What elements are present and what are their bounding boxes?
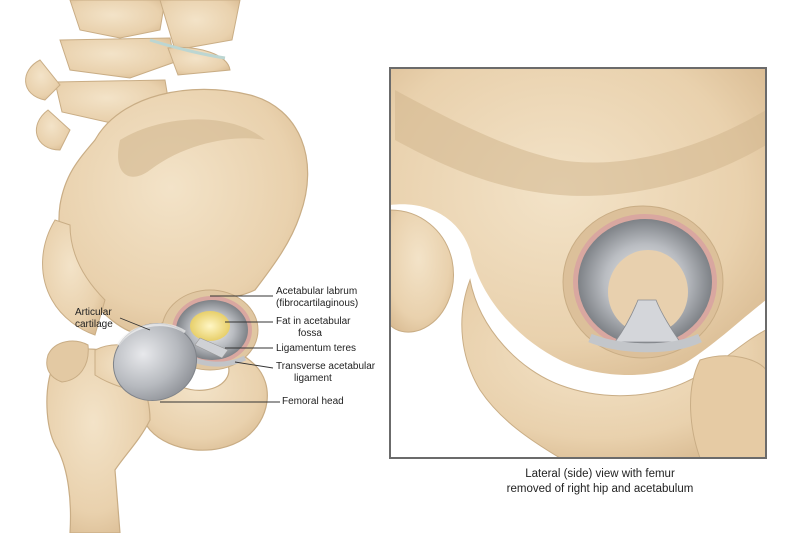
intervertebral-disc <box>149 38 226 60</box>
inset-lower-left-bone <box>390 209 454 333</box>
label-acetabular-labrum: Acetabular labrum (fibrocartilaginous) <box>276 286 359 309</box>
inset-bottom-right-bone <box>690 355 766 458</box>
label-transverse-ligament: Transverse acetabular ligament <box>276 361 376 384</box>
label-femoral-head: Femoral head <box>282 396 344 407</box>
greater-trochanter <box>46 340 89 383</box>
fat-pad-left <box>190 311 230 341</box>
inset-transverse-ligament <box>588 333 702 353</box>
vertebrae <box>25 0 241 151</box>
lateral-view-inset <box>389 67 767 459</box>
femoral-head <box>112 323 198 401</box>
inset-acetabulum <box>562 205 724 359</box>
left-pelvis-view <box>25 0 309 533</box>
label-fat-in-fossa: Fat in acetabular fossa <box>276 316 351 339</box>
acetabulum-left <box>161 289 259 371</box>
inset-caption: Lateral (side) view with femur removed o… <box>506 468 694 495</box>
inset-ilium-shadow <box>395 90 766 196</box>
iliac-shadow <box>118 119 265 177</box>
inset-frame <box>389 67 767 459</box>
leader-lines <box>119 295 280 403</box>
ligamentum-teres-left <box>194 337 229 359</box>
label-articular-cartilage: Articular cartilage <box>75 307 113 330</box>
sacrum <box>42 219 106 336</box>
label-ligamentum-teres: Ligamentum teres <box>276 343 357 354</box>
inset-fossa <box>608 250 688 334</box>
